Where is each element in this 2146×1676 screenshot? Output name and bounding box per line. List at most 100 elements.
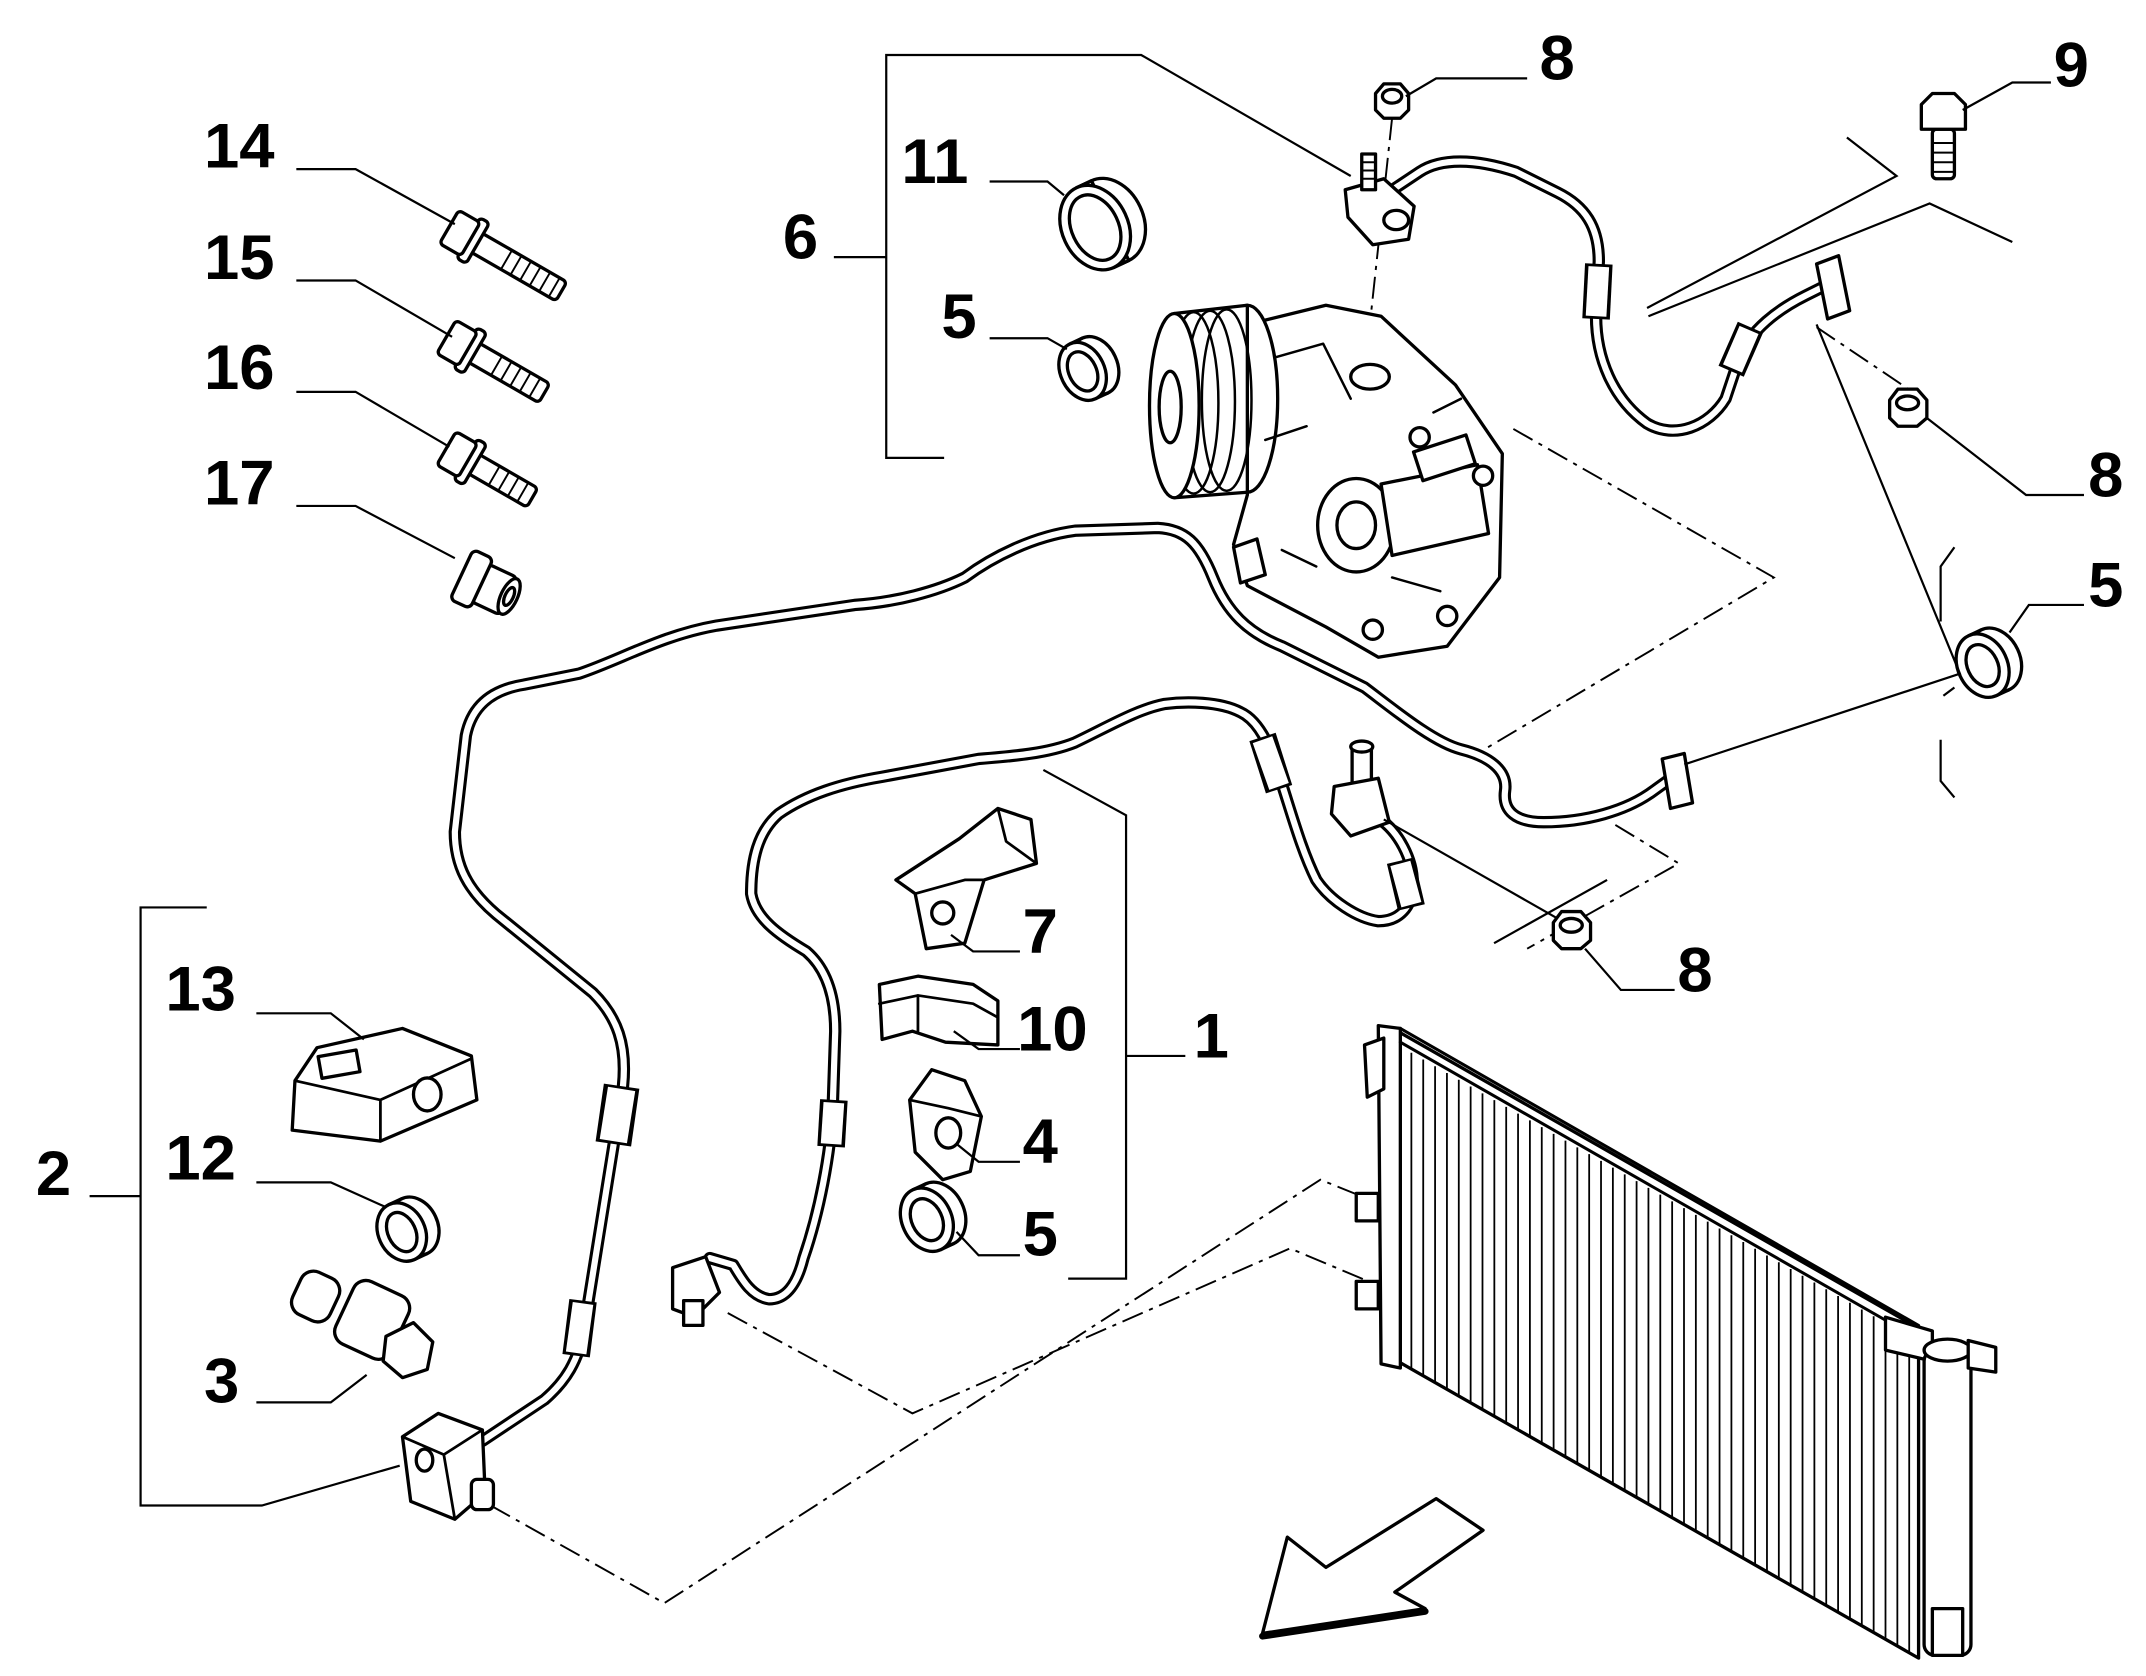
callout-11: 11 [901,127,968,197]
seal-ring-5-middle [898,1180,968,1254]
plate-stud [1360,152,1378,192]
hose-line-compressor-outlet [1343,152,1852,437]
leader-line-13 [256,1012,365,1041]
leader-line-17 [296,504,456,560]
bracket-6 [885,53,1352,459]
compressor-bolt [1408,425,1431,449]
clip-10 [877,974,1000,1047]
callout-4: 4 [1023,1107,1058,1177]
leader-line-11 [989,180,1065,197]
callout-5-middle: 5 [1023,1199,1058,1269]
compressor-label-plate [1411,433,1478,483]
dash-compressor-outline [1477,428,1776,755]
leader-line-3 [256,1374,368,1404]
leader-line-7 [950,934,1020,953]
callout-16: 16 [204,333,275,403]
nut-8-bottom [1551,909,1593,951]
hose-end-flange [1814,254,1852,321]
pulley-groove [1200,308,1253,493]
hose-fitting-block [400,1411,496,1521]
leader-line-15 [296,279,453,338]
clip-hole [934,1116,963,1150]
compressor-outlet-plate [1343,152,1416,247]
leader-converge-top-right [1648,202,2013,318]
callout-7: 7 [1023,897,1058,967]
compressor-mount-ear [1231,537,1267,585]
bolt-head [1919,91,1968,131]
leader-converge-right [1683,324,1962,766]
bolt-head [436,320,478,367]
leader-line-5-top [989,337,1068,351]
bracket-mark-right [1939,739,1956,799]
bolt-9 [1919,91,1968,181]
leader-line-12 [256,1181,387,1209]
nut-8-top [1373,82,1411,120]
bracket-slot [316,1048,362,1080]
bracket-mark-right [1939,546,1956,622]
leader-line-8-right [1926,417,2084,497]
nut-8-right [1887,387,1929,428]
compressor-bolt [1361,618,1385,641]
callout-5-right: 5 [2088,550,2123,620]
leader-lines [89,53,2084,1507]
nut-17 [450,549,522,616]
compressor-port [1349,362,1391,391]
leader-line-14 [296,168,456,226]
callout-9: 9 [2054,31,2089,101]
compressor-bolt [1435,604,1459,628]
leader-line-5-right [2008,603,2084,634]
compressor-front-boss [1335,500,1378,551]
callout-8-top: 8 [1540,24,1575,94]
clip-7 [894,806,1039,951]
condenser-top-rail [1398,1026,1921,1341]
front-direction-arrow [1259,1496,1485,1640]
compressor-detail-lines [1264,342,1463,593]
hose-line-middle [670,696,1425,1328]
callout-1: 1 [1194,1001,1229,1071]
leader-line-8-top [1405,77,1528,98]
dash-hose-fitting-right [1526,824,1681,950]
bolt-head [439,210,481,257]
leader-converge-bottom [1383,818,1559,920]
leader-converge-top-right [1646,136,1899,309]
callout-15: 15 [204,223,275,293]
clip-hole [930,900,956,926]
leader-converge-bottom [1493,878,1608,945]
callout-8-right: 8 [2088,440,2123,510]
compressor-pulley-hub [1157,369,1183,445]
bracket-13 [290,1026,479,1143]
seal-ring-5-top [1057,334,1121,402]
condenser-pin-upper [1354,1191,1380,1223]
bracket-1 [1042,768,1128,1280]
nut-flange [450,549,494,609]
callout-12: 12 [165,1124,236,1194]
callout-8-bottom: 8 [1677,935,1712,1005]
leader-line-8-bottom [1584,947,1675,992]
switch-hex [381,1321,435,1380]
leader-line-4 [955,1143,1020,1163]
leader-line-9 [1962,81,2051,111]
pressure-switch-3 [289,1269,435,1380]
bracket-hole [411,1076,443,1113]
bolt-14 [439,210,568,302]
compressor [1147,303,1504,659]
hose-end-connector [670,1255,722,1328]
switch-connector [289,1269,342,1324]
callout-14: 14 [204,112,275,182]
receiver-drier [1922,1337,1998,1658]
dash-lower-mid [727,1247,1379,1415]
seal-ring-11 [1058,176,1148,272]
compressor-hose-fitting [1329,739,1391,838]
seal-ring-5-right [1954,626,2024,699]
seal-ring-12 [375,1195,441,1263]
callout-10: 10 [1017,994,1088,1064]
hose-line-long [448,521,1695,1448]
condenser-core [1395,1029,1921,1660]
leader-line-16 [296,390,450,448]
condenser-fins [1410,1052,1911,1653]
bolt-head [436,431,478,478]
condenser-left-bracket [1362,1036,1386,1099]
callout-labels: 14 15 16 17 11 6 5 8 9 8 5 13 12 2 3 7 1… [36,24,2124,1417]
leader-converge-right [1942,686,1956,697]
